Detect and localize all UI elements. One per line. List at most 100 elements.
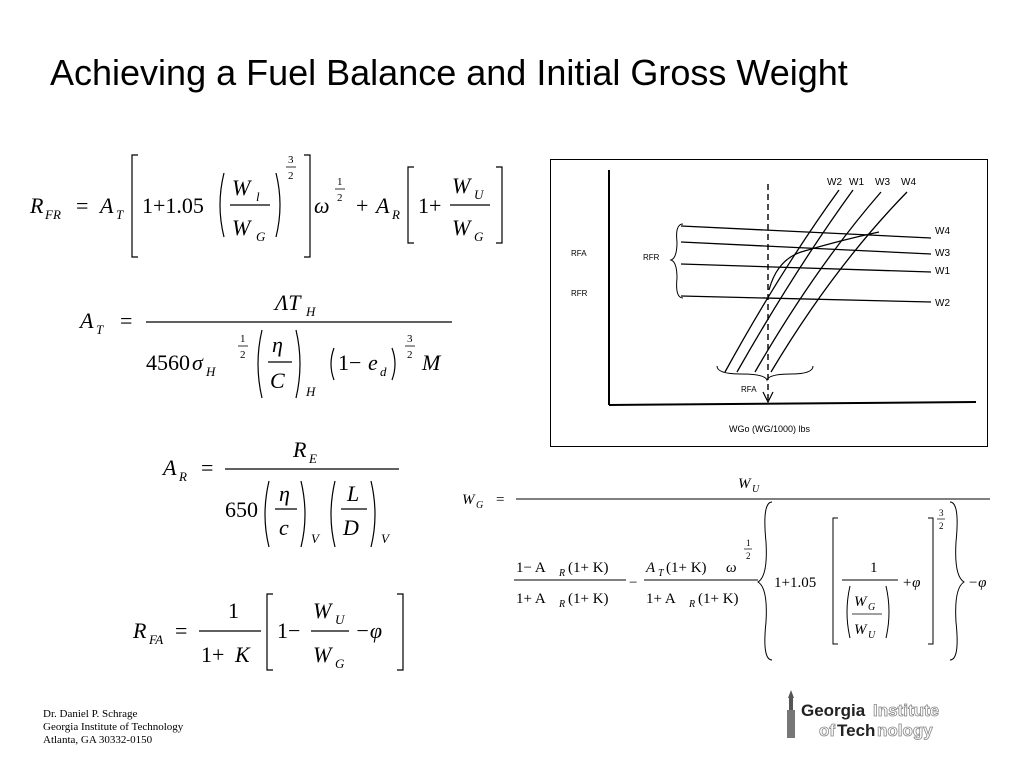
rfr-wl-sub: l xyxy=(256,189,260,204)
wg-lhs-sub: G xyxy=(476,500,483,511)
rfr-lhs: R xyxy=(29,193,44,218)
wg-f2-num-paren: (1+ K) xyxy=(666,560,707,576)
at-sigma: σ xyxy=(192,350,204,375)
ar-lhs-sub: R xyxy=(178,469,187,484)
logo-nology: nology xyxy=(877,721,933,740)
wg-u-sub: U xyxy=(868,630,876,641)
rfr-exp2: 2 xyxy=(288,170,294,182)
equation-wg: W G = W U 1− A R (1+ K) 1+ A R (1+ K) − … xyxy=(462,472,997,662)
chart-rfr-label: RFR xyxy=(571,289,588,298)
wg-wg-in: W xyxy=(854,594,868,610)
chart-w-right-4: W2 xyxy=(935,298,950,309)
rfr-ar-sub: R xyxy=(391,207,400,222)
footer: Dr. Daniel P. Schrage Georgia Institute … xyxy=(43,708,183,747)
wg-eq: = xyxy=(496,492,504,508)
logo-tech: Tech xyxy=(837,721,875,740)
rfr-ar: A xyxy=(374,193,390,218)
rfa-curve-w3 xyxy=(754,191,882,373)
at-x3: 3 xyxy=(407,333,413,345)
wg-e2: 2 xyxy=(939,521,944,531)
chart-rfa-bottom-label: RFA xyxy=(741,385,757,394)
ar-c: c xyxy=(279,515,289,540)
chart-xaxis-label: WGo (WG/1000) lbs xyxy=(729,424,811,434)
ar-l: L xyxy=(346,481,359,506)
equation-ar: A R = R E 650 η c V L D V xyxy=(161,435,413,550)
wg-f2-den-sub: R xyxy=(688,599,695,610)
at-one-minus: 1− xyxy=(338,350,361,375)
at-lhs: A xyxy=(78,308,94,333)
wg-one105: 1+1.05 xyxy=(774,575,816,591)
rfa-curve-w2 xyxy=(724,189,840,373)
rfr-line-w2 xyxy=(680,295,932,303)
wg-lhs: W xyxy=(462,492,476,508)
rfr-line-w3 xyxy=(680,241,932,255)
rfr-line-w1 xyxy=(680,263,932,273)
wg-f1-num: 1− A xyxy=(516,560,546,576)
logo-of: of xyxy=(819,721,835,740)
rfa-one-k: 1+ xyxy=(201,642,224,667)
rfr-omega: ω xyxy=(314,193,330,218)
chart-w-right-3: W1 xyxy=(935,266,950,277)
rfa-minus-phi: −φ xyxy=(355,618,382,643)
wg-half2: 2 xyxy=(746,551,751,561)
wg-num: W xyxy=(738,476,752,492)
at-ed-sub: d xyxy=(380,364,387,379)
at-x2: 2 xyxy=(407,349,413,361)
at-eta: η xyxy=(272,332,283,357)
rfr-at-sub: T xyxy=(116,207,124,222)
chart-w-right-2: W3 xyxy=(935,248,950,259)
rfa-one: 1 xyxy=(228,598,239,623)
equation-at: A T = ΛT H 4560 σ H 1 2 η C H 1− e d 3 2… xyxy=(78,290,460,400)
rfr-omexp2: 2 xyxy=(337,192,343,204)
at-e2: 2 xyxy=(240,349,246,361)
chart-rfa-label: RFA xyxy=(571,249,587,258)
rfr-exp3: 3 xyxy=(288,154,294,166)
at-eq: = xyxy=(120,308,132,333)
footer-line2: Georgia Institute of Technology xyxy=(43,721,184,733)
wg-f2-num-sub: T xyxy=(658,568,665,579)
ar-d: D xyxy=(342,515,359,540)
rfa-curve-w1 xyxy=(736,189,854,373)
chart-w-top-4: W4 xyxy=(901,177,916,188)
rfr-wg2: W xyxy=(452,215,472,240)
at-m: M xyxy=(421,350,442,375)
chart-w-top-1: W2 xyxy=(827,177,842,188)
rfr-one2: 1+ xyxy=(418,193,441,218)
rfa-wg-sub: G xyxy=(335,656,345,671)
wg-omega: ω xyxy=(726,560,737,576)
rfr-wu-sub: U xyxy=(474,187,485,202)
at-ed: e xyxy=(368,350,378,375)
chart-w-top-3: W3 xyxy=(875,177,890,188)
rfa-lhs: R xyxy=(132,618,147,643)
rfa-lhs-sub: FA xyxy=(148,632,163,647)
wg-f2-num-a: A xyxy=(645,560,656,576)
footer-line3: Atlanta, GA 30332-0150 xyxy=(43,734,153,746)
rfr-one-plus: 1+1.05 xyxy=(142,193,204,218)
equation-rfr: R FR = A T 1+1.05 W l W G 3 2 ω 1 2 + A … xyxy=(29,145,520,265)
rfr-omexp1: 1 xyxy=(337,176,343,188)
chart-rfr-brace-label: RFR xyxy=(643,253,660,262)
wg-f1-den-paren: (1+ K) xyxy=(568,591,609,607)
at-lhs-sub: T xyxy=(96,322,104,337)
rfa-wu-sub: U xyxy=(335,612,346,627)
wg-g-sub: G xyxy=(868,602,875,613)
georgia-tech-logo: Georgia Institute of Tech nology xyxy=(785,690,965,749)
wg-f2-den-paren: (1+ K) xyxy=(698,591,739,607)
footer-line1: Dr. Daniel P. Schrage xyxy=(43,708,138,720)
ar-650: 650 xyxy=(225,497,258,522)
at-num-sub: H xyxy=(305,304,316,319)
tech-tower-icon xyxy=(787,690,795,738)
at-c: C xyxy=(270,368,285,393)
rfa-curve-w4 xyxy=(770,191,908,373)
rfa-wg: W xyxy=(313,642,333,667)
rfr-plus: + xyxy=(356,193,368,218)
equation-rfa: R FA = 1 1+ K 1− W U W G −φ xyxy=(132,588,423,678)
rfr-wg: W xyxy=(232,215,252,240)
rfr-at: A xyxy=(98,193,114,218)
ar-eta: η xyxy=(279,481,290,506)
at-e1: 1 xyxy=(240,333,246,345)
wg-f1-num-paren: (1+ K) xyxy=(568,560,609,576)
wg-e3: 3 xyxy=(939,508,944,518)
wg-minus: − xyxy=(629,575,637,591)
at-h-sub: H xyxy=(305,384,316,399)
